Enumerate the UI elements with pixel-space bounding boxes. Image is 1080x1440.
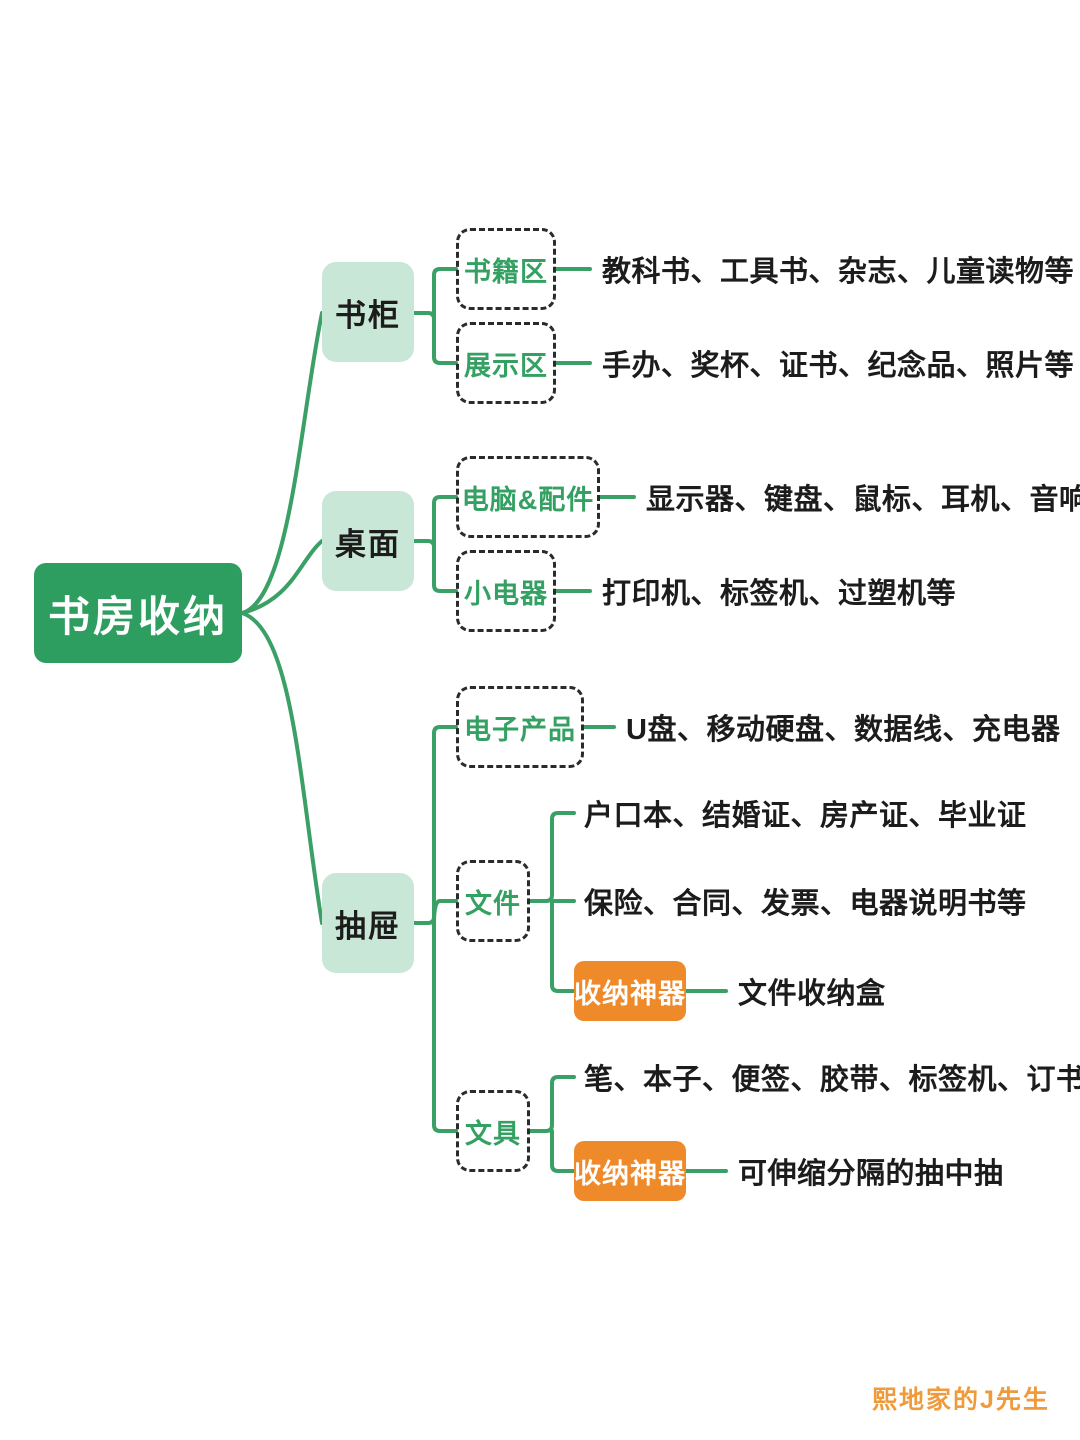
edge-root-to-chouti	[240, 611, 324, 925]
category-node-zhanshiqu-label: 展示区	[464, 350, 548, 381]
category-node-wenjian-label: 文件	[465, 888, 521, 919]
leaf-node-wenjian-documents: 保险、合同、发票、电器说明书等	[584, 877, 1027, 925]
branch-node-chouti[interactable]: 抽屉	[322, 873, 414, 973]
leaf-node-wenjian-shounahe-label: 文件收纳盒	[738, 978, 886, 1010]
leaf-node-diannao-peijian-items: 显示器、键盘、鼠标、耳机、音响	[646, 473, 1080, 521]
leaf-node-dianzichanpin-items-label: U盘、移动硬盘、数据线、充电器	[626, 714, 1061, 746]
edge-root-to-shugui	[240, 311, 324, 615]
category-node-dianzichanpin[interactable]: 电子产品	[456, 686, 584, 768]
highlight-node-shounashenqi-wenju[interactable]: 收纳神器	[574, 1141, 686, 1201]
leaf-node-wenjian-documents-label: 保险、合同、发票、电器说明书等	[584, 888, 1027, 920]
edge-chouti-branch3	[432, 921, 458, 1133]
leaf-node-wenjian-certificates-label: 户口本、结婚证、房产证、毕业证	[584, 800, 1027, 832]
watermark-label: 熙地家的J先生	[872, 1386, 1050, 1414]
leaf-node-xiaodianqi-items-label: 打印机、标签机、过塑机等	[602, 578, 957, 610]
branch-node-chouti-label: 抽屉	[335, 908, 401, 944]
root-node-label: 书房收纳	[47, 592, 228, 640]
edge-wenju-trunk	[528, 1075, 576, 1133]
category-node-xiaodianqi[interactable]: 小电器	[456, 550, 556, 632]
category-node-shujiqu[interactable]: 书籍区	[456, 228, 556, 310]
edge-wenju-sub2	[550, 1129, 576, 1173]
highlight-node-shounashenqi-wenjian-label: 收纳神器	[574, 978, 686, 1009]
highlight-node-shounashenqi-wenjian[interactable]: 收纳神器	[574, 961, 686, 1021]
edge-chouti-branch2	[432, 899, 458, 925]
leaf-node-shujiqu-items: 教科书、工具书、杂志、儿童读物等	[602, 245, 1074, 293]
leaf-node-diannao-peijian-items-label: 显示器、键盘、鼠标、耳机、音响	[646, 484, 1080, 516]
branch-node-shugui-label: 书柜	[335, 297, 401, 333]
edge-zhuomian-branch2	[432, 539, 458, 593]
edge-root-to-zhuomian	[240, 539, 324, 615]
edge-chouti-trunk	[412, 725, 458, 925]
category-node-diannao-peijian-label: 电脑&配件	[461, 484, 595, 515]
category-node-zhanshiqu[interactable]: 展示区	[456, 322, 556, 404]
branch-node-zhuomian[interactable]: 桌面	[322, 491, 414, 591]
category-node-wenju[interactable]: 文具	[456, 1090, 530, 1172]
leaf-node-wenju-items: 笔、本子、便签、胶带、标签机、订书器等	[584, 1053, 1080, 1101]
category-node-xiaodianqi-label: 小电器	[464, 578, 548, 609]
edge-shugui-trunk	[412, 267, 458, 321]
edge-shugui-branch2	[432, 311, 458, 365]
root-node[interactable]: 书房收纳	[34, 563, 242, 663]
branch-node-zhuomian-label: 桌面	[335, 526, 401, 562]
leaf-node-wenjian-certificates: 户口本、结婚证、房产证、毕业证	[584, 789, 1027, 837]
edge-wenjian-sub3	[550, 899, 576, 993]
edge-zhuomian-trunk	[412, 495, 458, 549]
highlight-node-shounashenqi-wenju-label: 收纳神器	[574, 1158, 686, 1189]
leaf-node-dianzichanpin-items: U盘、移动硬盘、数据线、充电器	[626, 703, 1060, 751]
edge-wenjian-trunk	[528, 811, 576, 903]
leaf-node-zhanshiqu-items: 手办、奖杯、证书、纪念品、照片等	[602, 339, 1074, 387]
category-node-shujiqu-label: 书籍区	[464, 256, 548, 287]
leaf-node-wenju-chouzhongchou-label: 可伸缩分隔的抽中抽	[738, 1158, 1004, 1190]
category-node-wenjian[interactable]: 文件	[456, 860, 530, 942]
category-node-diannao-peijian[interactable]: 电脑&配件	[456, 456, 600, 538]
watermark: 熙地家的J先生	[872, 1380, 1050, 1416]
leaf-node-wenju-chouzhongchou: 可伸缩分隔的抽中抽	[738, 1147, 1004, 1195]
branch-node-shugui[interactable]: 书柜	[322, 262, 414, 362]
leaf-node-shujiqu-items-label: 教科书、工具书、杂志、儿童读物等	[602, 256, 1075, 288]
category-node-wenju-label: 文具	[465, 1118, 521, 1149]
leaf-node-zhanshiqu-items-label: 手办、奖杯、证书、纪念品、照片等	[602, 350, 1075, 382]
leaf-node-wenjian-shounahe: 文件收纳盒	[738, 967, 886, 1015]
category-node-dianzichanpin-label: 电子产品	[464, 714, 576, 745]
leaf-node-xiaodianqi-items: 打印机、标签机、过塑机等	[602, 567, 956, 615]
leaf-node-wenju-items-label: 笔、本子、便签、胶带、标签机、订书器等	[584, 1064, 1080, 1096]
